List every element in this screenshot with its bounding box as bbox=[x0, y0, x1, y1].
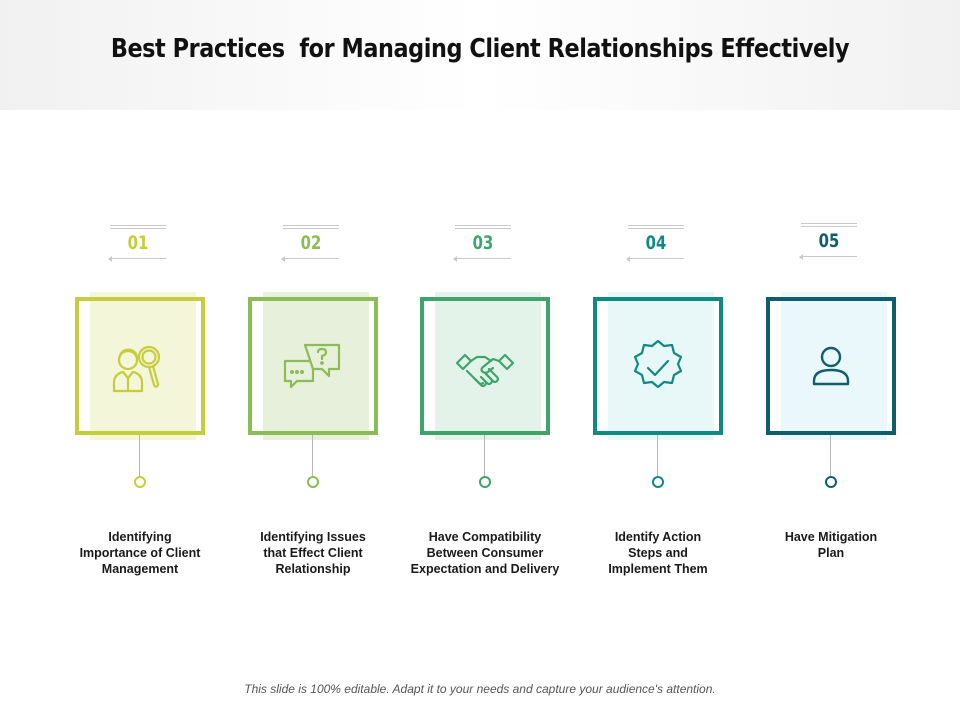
step-number-badge: 05 bbox=[799, 223, 857, 260]
step-backdrop bbox=[435, 292, 541, 440]
step-number: 05 bbox=[818, 230, 840, 252]
step-number: 03 bbox=[472, 232, 494, 254]
step-number: 01 bbox=[127, 232, 149, 254]
connector-line bbox=[830, 435, 831, 476]
step-4: 04 Identify Action Steps and Implement T… bbox=[593, 0, 733, 720]
step-card bbox=[420, 297, 550, 435]
user-icon bbox=[812, 346, 850, 386]
step-card bbox=[75, 297, 205, 435]
connector-dot bbox=[479, 476, 491, 488]
connector-dot bbox=[825, 476, 837, 488]
step-3: 03 Have Compatibility Between Consumer E… bbox=[411, 0, 560, 720]
step-label: Identifying Issues that Effect Client Re… bbox=[260, 530, 366, 576]
step-number-badge: 03 bbox=[453, 225, 511, 262]
footer-note: This slide is 100% editable. Adapt it to… bbox=[244, 682, 716, 696]
person-search-icon bbox=[112, 345, 161, 393]
connector-line bbox=[312, 435, 313, 476]
connector-dot bbox=[134, 476, 146, 488]
connector-dot bbox=[652, 476, 664, 488]
step-label: Have Mitigation Plan bbox=[784, 530, 878, 560]
step-label: Have Compatibility Between Consumer Expe… bbox=[410, 530, 560, 576]
title-banner: Best Practices for Managing Client Relat… bbox=[0, 0, 960, 110]
connector-line bbox=[139, 435, 140, 476]
verified-badge-icon bbox=[633, 339, 683, 389]
connector-line bbox=[657, 435, 658, 476]
handshake-icon bbox=[455, 353, 515, 388]
step-number-badge: 02 bbox=[281, 225, 339, 262]
step-card bbox=[593, 297, 723, 435]
connector-line bbox=[484, 435, 485, 476]
step-number: 04 bbox=[645, 232, 667, 254]
step-card bbox=[248, 297, 378, 435]
step-1: 01 Identifying Importance of Client Mana… bbox=[75, 0, 215, 720]
step-label: Identify Action Steps and Implement Them bbox=[608, 530, 708, 576]
step-number-badge: 01 bbox=[108, 225, 166, 262]
connector-dot bbox=[307, 476, 319, 488]
step-number: 02 bbox=[300, 232, 322, 254]
chat-question-icon bbox=[283, 343, 341, 389]
slide-title: Best Practices for Managing Client Relat… bbox=[110, 34, 850, 64]
step-2: 02 Identifying Issues that Effect Client… bbox=[248, 0, 388, 720]
step-label: Identifying Importance of Client Managem… bbox=[79, 530, 201, 576]
step-number-badge: 04 bbox=[626, 225, 684, 262]
step-5: 05 Have Mitigation Plan bbox=[766, 0, 906, 720]
step-backdrop bbox=[608, 292, 714, 440]
step-card bbox=[766, 297, 896, 435]
